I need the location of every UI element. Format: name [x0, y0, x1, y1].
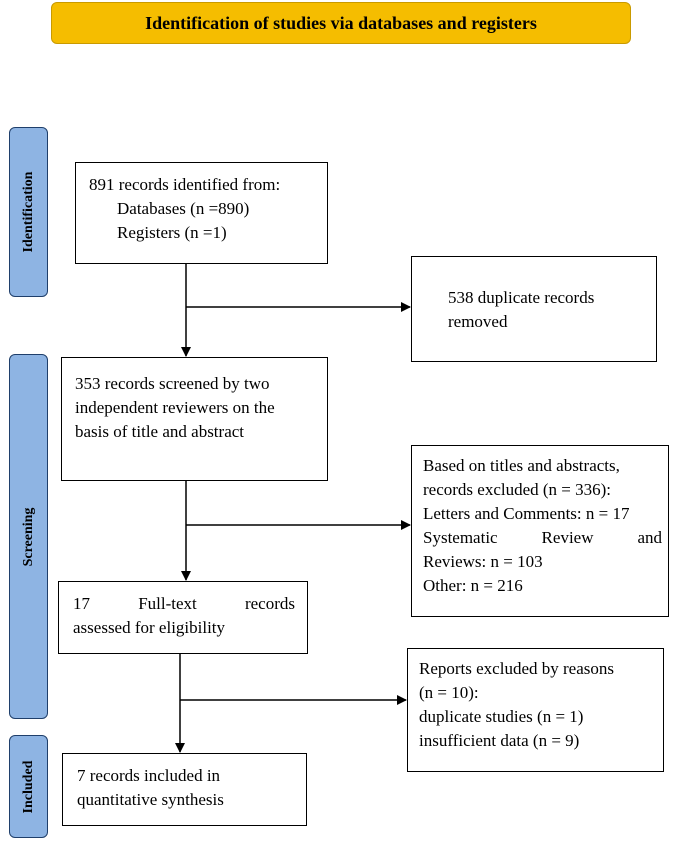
- screened-line-2: independent reviewers on the: [75, 398, 275, 417]
- fulltext-line-2: assessed for eligibility: [73, 618, 226, 637]
- identified-box: 891 records identified from: Databases (…: [75, 162, 328, 264]
- identified-line-3: Registers (n =1): [117, 223, 227, 242]
- excluded-title-line-2: records excluded (n = 336):: [423, 480, 612, 499]
- excluded-title-box: Based on titles and abstracts, records e…: [411, 445, 669, 617]
- excluded-reasons-line-1: Reports excluded by reasons: [419, 659, 614, 678]
- duplicates-line-1: 538 duplicate records: [448, 288, 595, 307]
- title-banner: Identification of studies via databases …: [51, 2, 631, 44]
- identified-line-1: 891 records identified from:: [89, 175, 281, 194]
- duplicates-line-2: removed: [448, 312, 508, 331]
- title-text: Identification of studies via databases …: [145, 12, 537, 33]
- phase-included: Included: [9, 735, 48, 838]
- phase-screening: Screening: [9, 354, 48, 719]
- excluded-reasons-line-2: (n = 10):: [419, 683, 479, 702]
- fulltext-box: 17 Full-text records assessed for eligib…: [58, 581, 308, 654]
- excluded-reasons-line-3: duplicate studies (n = 1): [419, 707, 584, 726]
- phase-identification: Identification: [9, 127, 48, 297]
- included-line-2: quantitative synthesis: [77, 790, 224, 809]
- excluded-title-line-1: Based on titles and abstracts,: [423, 456, 620, 475]
- included-box: 7 records included in quantitative synth…: [62, 753, 307, 826]
- excluded-title-line-6: Other: n = 216: [423, 576, 523, 595]
- excluded-reasons-line-4: insufficient data (n = 9): [419, 731, 580, 750]
- fulltext-line-1: 17 Full-text records: [73, 594, 295, 613]
- identified-line-2: Databases (n =890): [117, 199, 250, 218]
- duplicates-box: 538 duplicate records removed: [411, 256, 657, 362]
- screened-line-1: 353 records screened by two: [75, 374, 270, 393]
- screened-line-3: basis of title and abstract: [75, 422, 245, 441]
- excluded-title-line-4: Systematic Review and: [423, 528, 662, 547]
- excluded-title-line-5: Reviews: n = 103: [423, 552, 543, 571]
- excluded-reasons-box: Reports excluded by reasons (n = 10): du…: [407, 648, 664, 772]
- included-line-1: 7 records included in: [77, 766, 221, 785]
- screened-box: 353 records screened by two independent …: [61, 357, 328, 481]
- excluded-title-line-3: Letters and Comments: n = 17: [423, 504, 630, 523]
